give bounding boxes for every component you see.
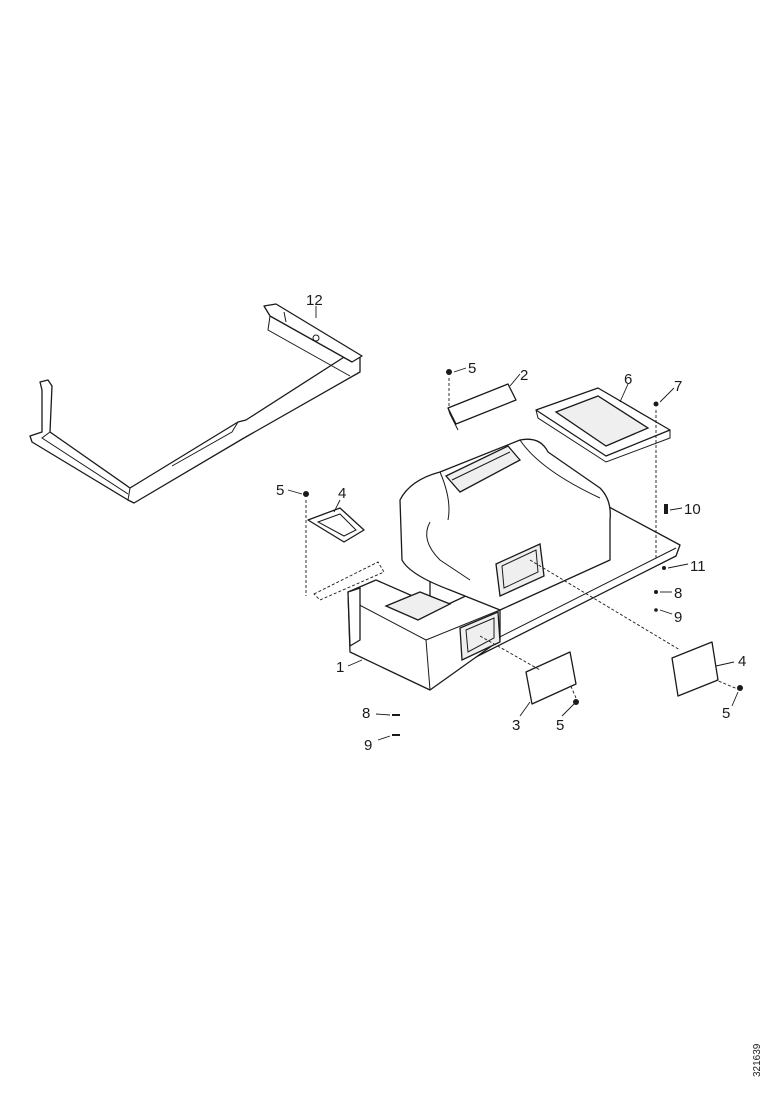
cover-plate-part-2 [447,383,517,431]
window-frame-part-6 [535,387,671,463]
side-gasket [313,561,385,601]
main-housing-part-1 [347,438,681,691]
frame-rail-part-12 [29,303,363,504]
callout-5-bottom: 5 [556,717,564,734]
callout-1: 1 [336,659,344,676]
plate-part-3 [525,651,577,705]
callout-3: 3 [512,717,520,734]
callout-11: 11 [690,558,706,575]
leader-lines [287,306,739,741]
callout-9-right: 9 [674,609,682,626]
callout-6-top: 6 [624,371,632,388]
assembly-lines [305,378,741,699]
callout-5-left: 5 [276,482,284,499]
callout-5-top: 5 [468,360,476,377]
document-number: 321639 [752,1043,763,1077]
callout-12: 12 [306,292,323,309]
small-plate-part-4-left [307,507,365,543]
callout-10: 10 [684,501,701,518]
callout-4-left: 4 [338,485,346,502]
plate-part-4-right [671,641,719,697]
callout-8-right: 8 [674,585,682,602]
callout-2: 2 [520,367,528,384]
callout-7: 7 [674,378,682,395]
callout-9-left: 9 [364,737,372,754]
callout-labels: 12 5 2 6 7 5 4 10 11 8 9 1 4 5 8 9 3 5 [276,292,746,754]
callout-8-left: 8 [362,705,370,722]
callout-5-right: 5 [722,705,730,722]
callout-4-right: 4 [738,653,746,670]
